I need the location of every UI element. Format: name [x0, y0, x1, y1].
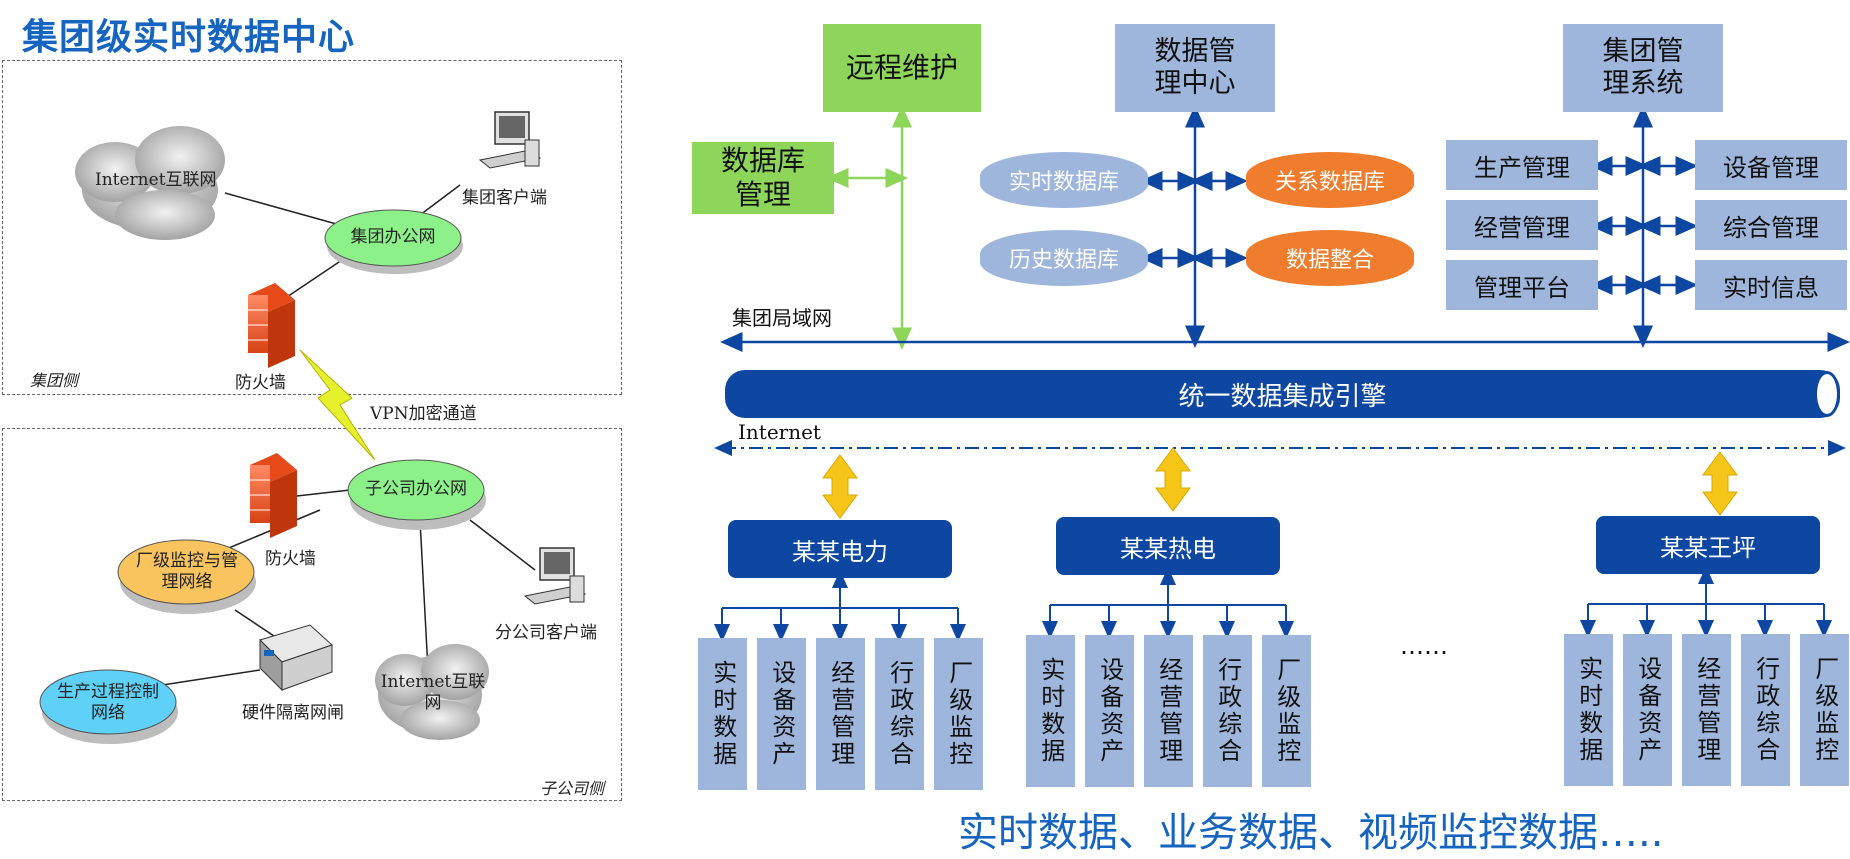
- more-subsidiaries-ellipsis: ……: [1400, 632, 1448, 660]
- function-column: 实时数据: [698, 638, 747, 790]
- cloud-icon: [75, 126, 225, 240]
- group-side-label: 集团侧: [30, 371, 79, 390]
- data-integration-engine-bar: 统一数据集成引擎: [725, 370, 1840, 418]
- engine-label: 统一数据集成引擎: [1178, 381, 1387, 412]
- function-column: 设备资产: [757, 638, 806, 790]
- hardware-gate-label: 硬件隔离网闸: [242, 703, 344, 723]
- module-box: 生产管理: [1446, 140, 1598, 190]
- module-box: 实时信息: [1695, 260, 1847, 310]
- history-database-node: 历史数据库: [980, 230, 1148, 286]
- computer-icon: [478, 111, 542, 169]
- subsidiary-node: 某某电力: [728, 520, 952, 578]
- cloud-icon: [375, 644, 489, 740]
- remote-maintenance-box: 远程维护: [823, 24, 981, 112]
- group-client-label: 集团客户端: [462, 188, 547, 208]
- function-column: 实时数据: [1564, 634, 1613, 786]
- architecture-connectors: [714, 105, 1850, 642]
- function-column: 厂级监控: [1800, 634, 1849, 786]
- database-management-box: 数据库管理: [692, 142, 834, 214]
- function-column: 行政综合: [875, 638, 924, 790]
- process-control-net-node: 生产过程控制网络: [57, 681, 159, 723]
- firewall-icon: [248, 283, 295, 368]
- function-column: 设备资产: [1085, 635, 1134, 787]
- group-office-net-node: 集团办公网: [350, 227, 436, 248]
- relational-database-node: 关系数据库: [1246, 152, 1414, 208]
- subsidiary-side-region: [2, 428, 622, 801]
- plant-monitor-net-node: 厂级监控与管理网络: [136, 550, 238, 592]
- module-box: 经营管理: [1446, 200, 1598, 250]
- function-column: 行政综合: [1741, 634, 1790, 786]
- bidirectional-arrow-icon: [822, 447, 1738, 519]
- function-column: 经营管理: [1144, 635, 1193, 787]
- data-types-caption: 实时数据、业务数据、视频监控数据…..: [958, 810, 1664, 856]
- network-topology-diagram: [39, 111, 587, 744]
- internet-label: Internet: [738, 420, 821, 444]
- module-box: 综合管理: [1695, 200, 1847, 250]
- function-column: 经营管理: [816, 638, 865, 790]
- module-box: 管理平台: [1446, 260, 1598, 310]
- realtime-database-node: 实时数据库: [980, 152, 1148, 208]
- firewall-icon: [250, 453, 297, 538]
- function-column: 实时数据: [1026, 635, 1075, 787]
- vpn-tunnel-label: VPN加密通道: [370, 404, 477, 424]
- firewall-label: 防火墙: [265, 549, 316, 569]
- function-column: 厂级监控: [1262, 635, 1311, 787]
- function-column: 厂级监控: [934, 638, 983, 790]
- data-integration-node: 数据整合: [1246, 230, 1414, 286]
- subsidiary-node: 某某王坪: [1596, 516, 1820, 574]
- function-column: 设备资产: [1623, 634, 1672, 786]
- subsidiary-office-net-node: 子公司办公网: [365, 479, 467, 500]
- group-management-system-box: 集团管理系统: [1563, 24, 1723, 112]
- group-side-region: [2, 60, 622, 395]
- network-gateway-icon: [259, 624, 333, 692]
- pipe-end-cap: [1814, 371, 1840, 417]
- firewall-label: 防火墙: [235, 373, 286, 393]
- subsidiary-node: 某某热电: [1056, 517, 1280, 575]
- data-management-center-box: 数据管理中心: [1115, 24, 1275, 112]
- module-box: 设备管理: [1695, 140, 1847, 190]
- computer-icon: [523, 547, 587, 605]
- subsidiary-client-label: 分公司客户端: [495, 623, 597, 643]
- internet-cloud-label: Internet互联网: [380, 671, 486, 713]
- function-column: 经营管理: [1682, 634, 1731, 786]
- page-title: 集团级实时数据中心: [22, 17, 356, 58]
- internet-cloud-label: Internet互联网: [95, 170, 217, 190]
- function-column: 行政综合: [1203, 635, 1252, 787]
- subsidiary-side-label: 子公司侧: [540, 779, 605, 798]
- group-lan-label: 集团局域网: [732, 306, 832, 330]
